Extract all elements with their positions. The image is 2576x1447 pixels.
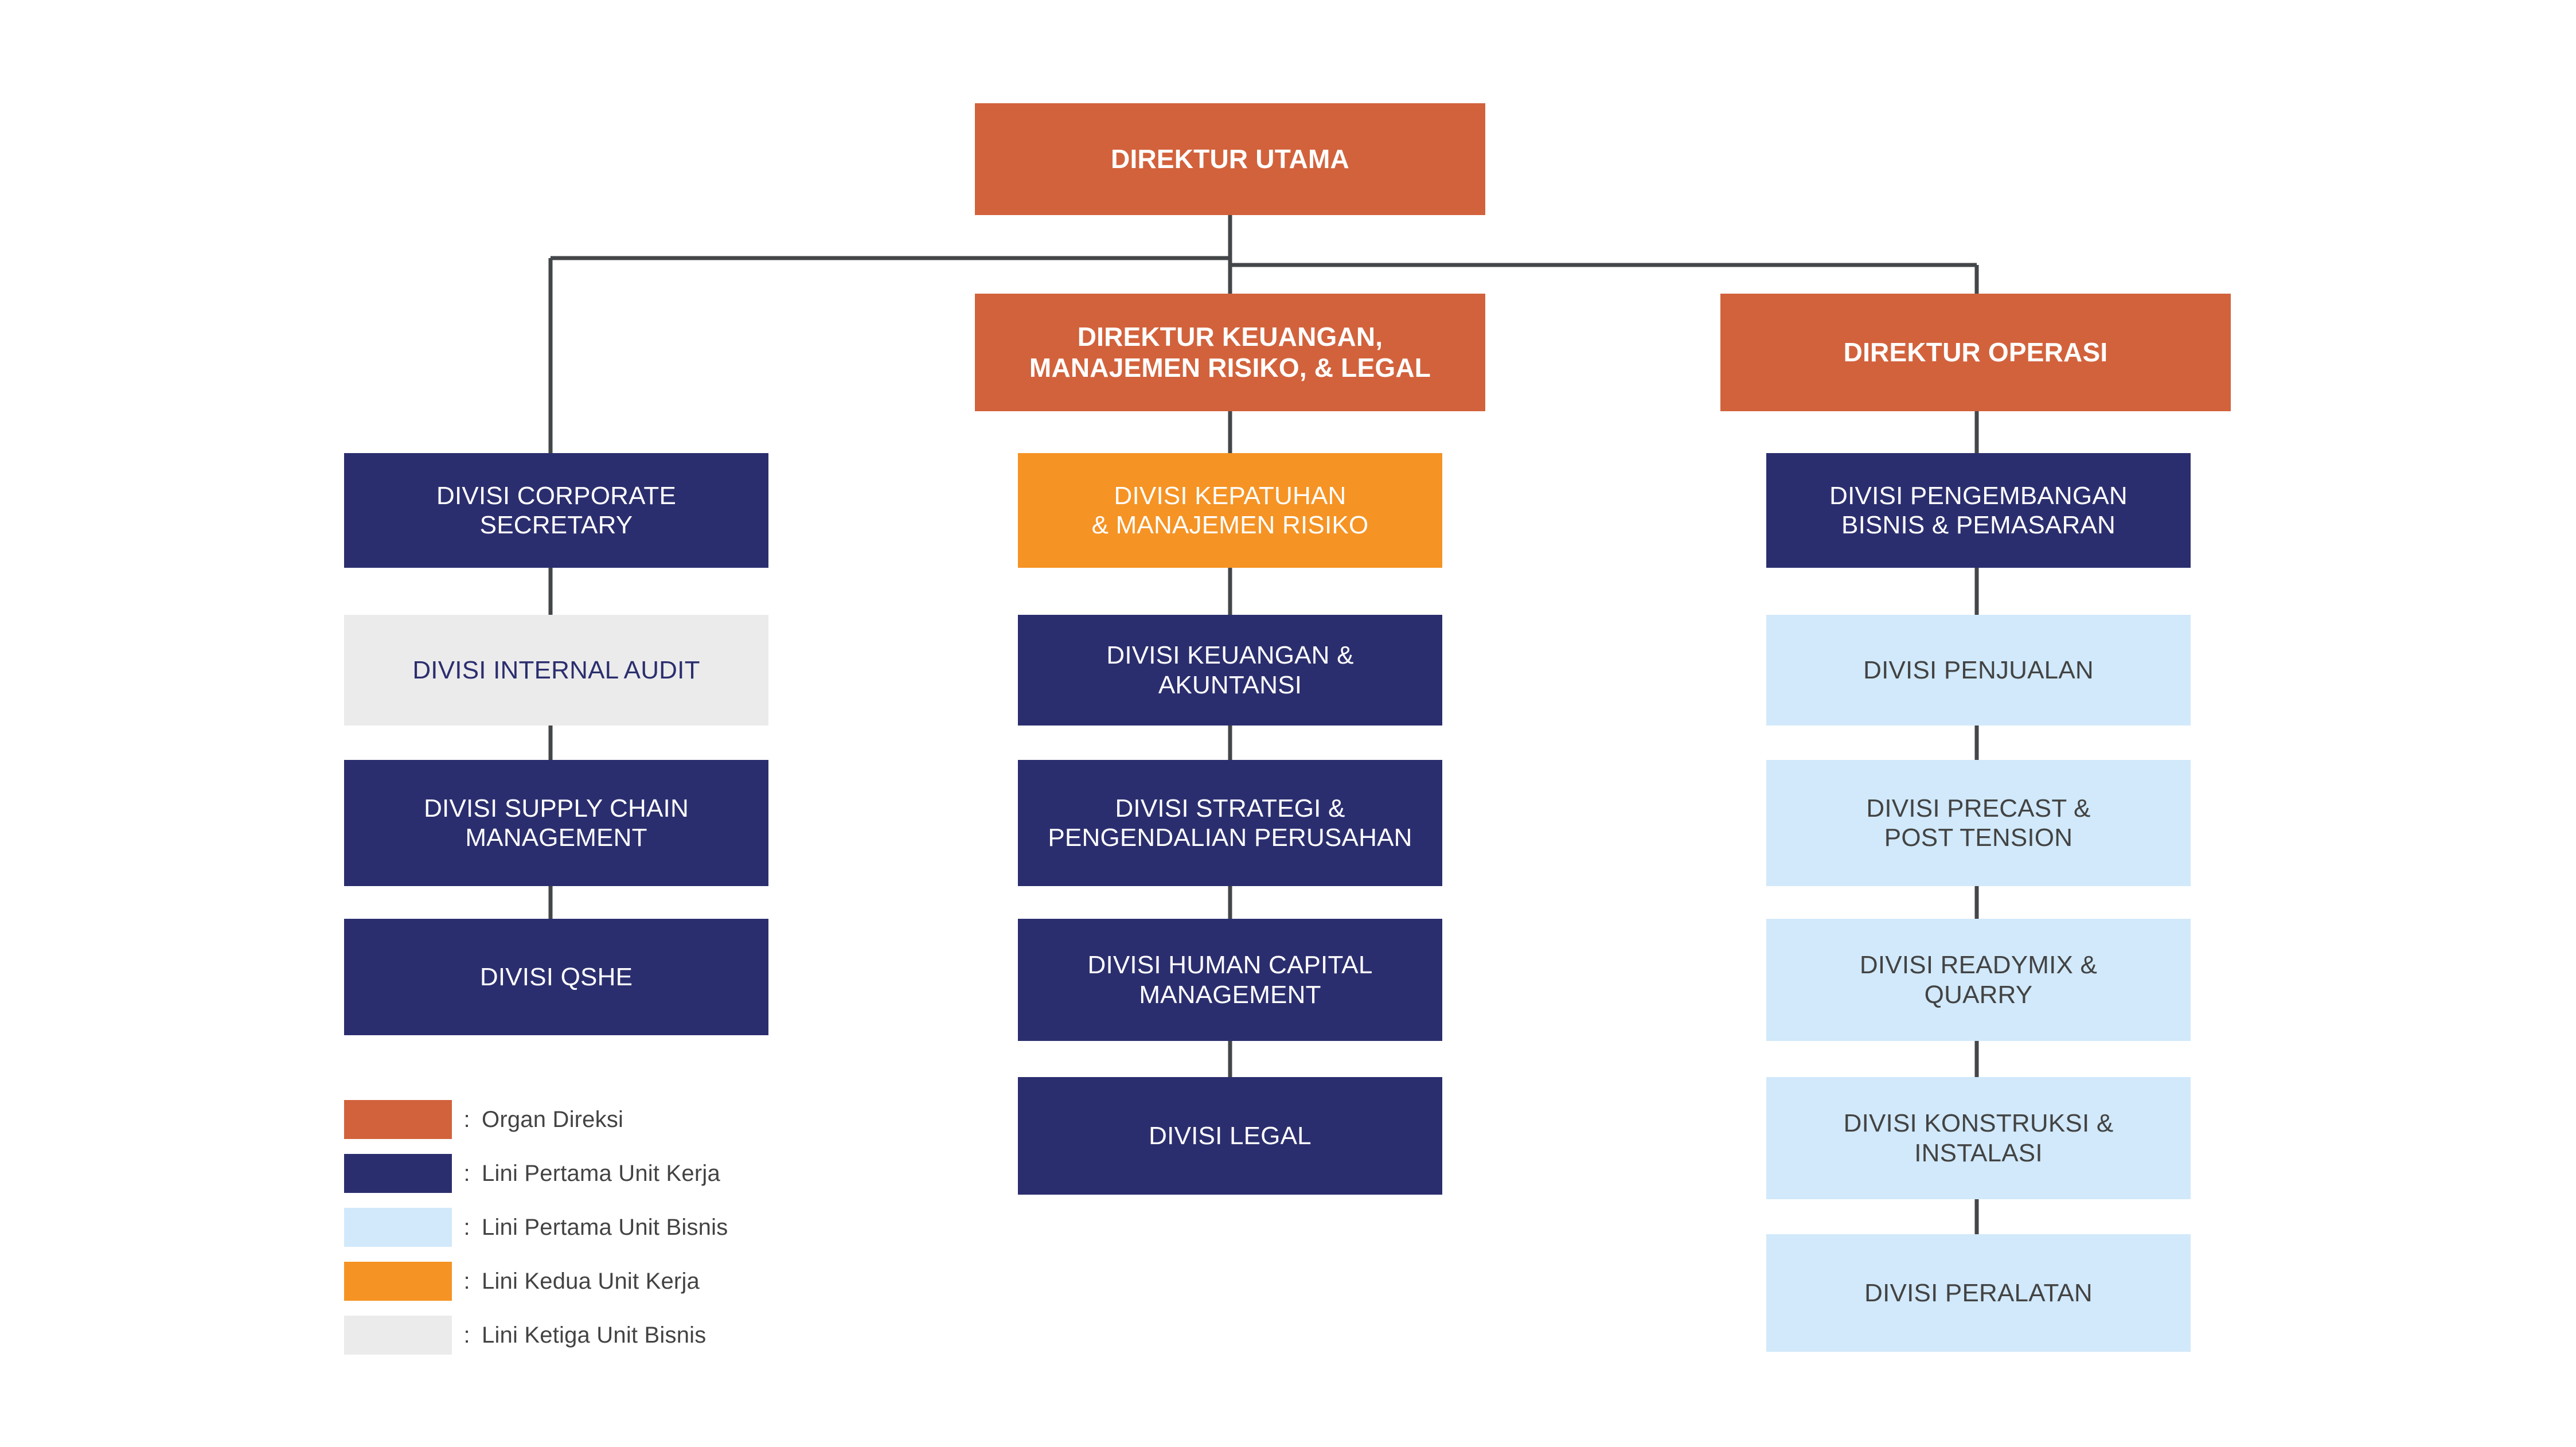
legend: : Organ Direksi : Lini Pertama Unit Kerj… xyxy=(344,1093,728,1362)
node-divisi-supply-chain-management[interactable]: DIVISI SUPPLY CHAIN MANAGEMENT xyxy=(344,760,768,886)
legend-label: Lini Pertama Unit Bisnis xyxy=(482,1214,728,1240)
node-divisi-internal-audit[interactable]: DIVISI INTERNAL AUDIT xyxy=(344,615,768,726)
node-label: DIVISI PENGEMBANGAN BISNIS & PEMASARAN xyxy=(1829,481,2128,539)
node-divisi-strategi[interactable]: DIVISI STRATEGI & PENGENDALIAN PERUSAHAN xyxy=(1018,760,1442,886)
node-label: DIVISI PRECAST & POST TENSION xyxy=(1866,794,2091,852)
legend-label: Lini Pertama Unit Kerja xyxy=(482,1160,720,1186)
node-label: DIREKTUR UTAMA xyxy=(1111,143,1349,174)
node-label: DIVISI KEUANGAN & AKUNTANSI xyxy=(1106,641,1354,699)
node-label: DIVISI HUMAN CAPITAL MANAGEMENT xyxy=(1087,951,1373,1009)
node-divisi-penjualan[interactable]: DIVISI PENJUALAN xyxy=(1766,615,2191,726)
legend-item-lini-pertama-unit-bisnis: : Lini Pertama Unit Bisnis xyxy=(344,1200,728,1254)
node-label: DIVISI PERALATAN xyxy=(1864,1278,2093,1307)
node-divisi-qshe[interactable]: DIVISI QSHE xyxy=(344,919,768,1035)
node-divisi-keuangan-akuntansi[interactable]: DIVISI KEUANGAN & AKUNTANSI xyxy=(1018,615,1442,726)
node-label: DIVISI KONSTRUKSI & INSTALASI xyxy=(1843,1109,2114,1167)
legend-label: Lini Ketiga Unit Bisnis xyxy=(482,1322,707,1348)
node-divisi-konstruksi[interactable]: DIVISI KONSTRUKSI & INSTALASI xyxy=(1766,1077,2191,1199)
node-divisi-human-capital[interactable]: DIVISI HUMAN CAPITAL MANAGEMENT xyxy=(1018,919,1442,1041)
legend-label: Organ Direksi xyxy=(482,1106,624,1132)
legend-separator: : xyxy=(463,1322,470,1348)
node-divisi-corporate-secretary[interactable]: DIVISI CORPORATE SECRETARY xyxy=(344,453,768,568)
legend-separator: : xyxy=(463,1214,470,1240)
node-divisi-readymix[interactable]: DIVISI READYMIX & QUARRY xyxy=(1766,919,2191,1041)
node-label: DIVISI CORPORATE SECRETARY xyxy=(436,481,676,539)
node-direktur-utama[interactable]: DIREKTUR UTAMA xyxy=(975,103,1485,215)
legend-item-lini-ketiga-unit-bisnis: : Lini Ketiga Unit Bisnis xyxy=(344,1308,728,1362)
node-label: DIREKTUR OPERASI xyxy=(1843,337,2108,367)
legend-swatch-lini-pertama-unit-kerja xyxy=(344,1154,452,1193)
node-label: DIVISI QSHE xyxy=(479,962,633,991)
node-label: DIVISI LEGAL xyxy=(1149,1121,1312,1150)
legend-item-organ-direksi: : Organ Direksi xyxy=(344,1093,728,1146)
legend-separator: : xyxy=(463,1160,470,1186)
node-label: DIVISI READYMIX & QUARRY xyxy=(1859,951,2098,1009)
legend-separator: : xyxy=(463,1106,470,1132)
node-label: DIVISI SUPPLY CHAIN MANAGEMENT xyxy=(424,794,689,852)
legend-swatch-lini-kedua-unit-kerja xyxy=(344,1262,452,1301)
node-divisi-pengembangan-bisnis[interactable]: DIVISI PENGEMBANGAN BISNIS & PEMASARAN xyxy=(1766,453,2191,568)
legend-swatch-lini-ketiga-unit-bisnis xyxy=(344,1316,452,1355)
node-direktur-operasi[interactable]: DIREKTUR OPERASI xyxy=(1720,294,2231,411)
node-divisi-kepatuhan[interactable]: DIVISI KEPATUHAN & MANAJEMEN RISIKO xyxy=(1018,453,1442,568)
node-label: DIREKTUR KEUANGAN, MANAJEMEN RISIKO, & L… xyxy=(1029,321,1431,383)
legend-swatch-lini-pertama-unit-bisnis xyxy=(344,1208,452,1247)
node-label: DIVISI PENJUALAN xyxy=(1863,656,2094,684)
node-label: DIVISI STRATEGI & PENGENDALIAN PERUSAHAN xyxy=(1048,794,1412,852)
legend-item-lini-pertama-unit-kerja: : Lini Pertama Unit Kerja xyxy=(344,1146,728,1200)
legend-separator: : xyxy=(463,1268,470,1294)
legend-swatch-organ-direksi xyxy=(344,1100,452,1139)
node-divisi-precast[interactable]: DIVISI PRECAST & POST TENSION xyxy=(1766,760,2191,886)
legend-label: Lini Kedua Unit Kerja xyxy=(482,1268,700,1294)
node-label: DIVISI KEPATUHAN & MANAJEMEN RISIKO xyxy=(1091,481,1369,539)
node-divisi-peralatan[interactable]: DIVISI PERALATAN xyxy=(1766,1234,2191,1352)
legend-item-lini-kedua-unit-kerja: : Lini Kedua Unit Kerja xyxy=(344,1254,728,1308)
node-divisi-legal[interactable]: DIVISI LEGAL xyxy=(1018,1077,1442,1195)
node-direktur-keuangan[interactable]: DIREKTUR KEUANGAN, MANAJEMEN RISIKO, & L… xyxy=(975,294,1485,411)
node-label: DIVISI INTERNAL AUDIT xyxy=(412,656,700,684)
